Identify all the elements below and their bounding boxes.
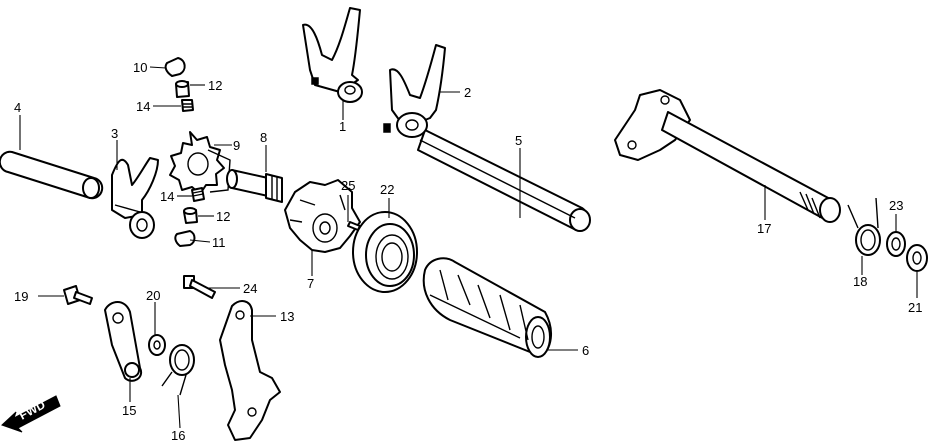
part-15-stopper-arm xyxy=(104,301,143,382)
part-19-bolt xyxy=(63,285,93,305)
label-19: 19 xyxy=(14,289,28,304)
part-22-bearing xyxy=(352,211,418,293)
label-7: 7 xyxy=(307,276,314,291)
part-20-collar xyxy=(148,334,166,356)
part-13-plate xyxy=(219,300,281,441)
part-24-bolt xyxy=(183,275,216,299)
label-16: 16 xyxy=(171,428,185,443)
label-8: 8 xyxy=(260,130,267,145)
label-25: 25 xyxy=(341,178,355,193)
label-11: 11 xyxy=(212,235,226,250)
part-16-spring xyxy=(161,344,195,396)
part-12-cap-lower xyxy=(183,207,198,224)
part-12-cap-upper xyxy=(175,80,190,98)
label-6: 6 xyxy=(582,343,589,358)
label-17: 17 xyxy=(757,221,771,236)
part-18-return-spring xyxy=(847,197,881,256)
label-15: 15 xyxy=(122,403,136,418)
part-7-drum-center xyxy=(284,179,361,253)
leader-lines xyxy=(19,66,918,429)
label-14-upper: 14 xyxy=(136,99,150,114)
label-10: 10 xyxy=(133,60,147,75)
label-23: 23 xyxy=(889,198,903,213)
part-8-bolt xyxy=(226,169,283,203)
label-22: 22 xyxy=(380,182,394,197)
label-1: 1 xyxy=(339,119,346,134)
label-18: 18 xyxy=(853,274,867,289)
label-13: 13 xyxy=(280,309,294,324)
label-2: 2 xyxy=(464,85,471,100)
label-12-lower: 12 xyxy=(216,209,230,224)
part-11-pin xyxy=(174,230,196,247)
label-24: 24 xyxy=(243,281,257,296)
part-17-gearshift-spindle xyxy=(614,89,841,223)
label-4: 4 xyxy=(14,100,21,115)
label-3: 3 xyxy=(111,126,118,141)
callout-labels: 4 3 10 12 14 9 8 14 12 11 1 2 5 7 25 22 … xyxy=(14,60,922,443)
part-3-shift-fork xyxy=(111,157,159,239)
part-10-pin xyxy=(164,57,186,77)
label-12-upper: 12 xyxy=(208,78,222,93)
part-14-spring-upper xyxy=(181,99,194,112)
part-4-rod xyxy=(0,150,104,200)
label-5: 5 xyxy=(515,133,522,148)
label-14-lower: 14 xyxy=(160,189,174,204)
part-6-shift-drum xyxy=(422,257,552,358)
part-9-star-gear xyxy=(169,131,231,195)
part-14-spring-lower xyxy=(191,187,205,202)
label-9: 9 xyxy=(233,138,240,153)
part-23-washer xyxy=(886,231,906,257)
part-1-shift-fork xyxy=(302,7,363,103)
part-21-washer xyxy=(906,244,928,272)
label-20: 20 xyxy=(146,288,160,303)
label-21: 21 xyxy=(908,300,922,315)
part-5-fork-shaft xyxy=(417,129,591,232)
fwd-arrow: FWD xyxy=(1,395,61,433)
part-2-shift-fork xyxy=(383,44,446,138)
